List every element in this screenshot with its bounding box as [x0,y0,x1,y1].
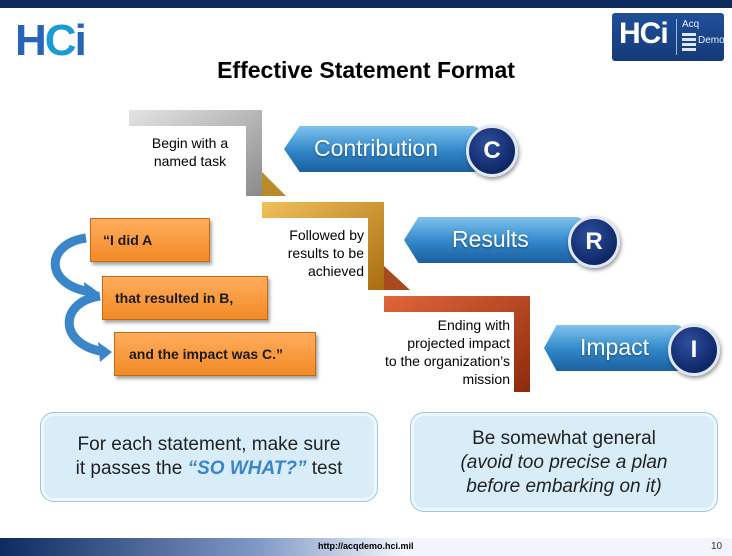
step-text-impact: Ending with projected impact to the orga… [356,316,510,388]
step-text-line: Begin with a [151,135,229,151]
quote-text-1: “I did A [103,232,153,248]
general-note: Be somewhat general (avoid too precise a… [410,412,718,512]
curved-arrow-2-head-icon [98,342,112,362]
stair-notch-contribution [262,172,286,196]
stair-notch-results [384,266,410,290]
step-text-contribution: Begin with a named task [138,134,242,170]
so-what-suffix: test [306,458,343,479]
logo-separator [676,19,677,55]
step-text-line: named task [153,153,227,169]
results-pill: Results [404,217,584,263]
logo-demo-text: Demo [698,35,725,46]
curved-arrow-2-icon [64,291,107,357]
hci-logo-mark: HCi [619,17,669,50]
hci-acqdemo-logo: HCi Acq Demo [612,13,725,61]
so-what-emphasis: “SO WHAT?” [187,458,307,479]
step-text-line: results to be [287,245,364,261]
footer-bar: http://acqdemo.hci.mil 10 [0,538,732,556]
stair-bracket-contribution [129,110,262,196]
results-label: Results [452,226,529,252]
badge-r: R [568,216,620,268]
contribution-pill: Contribution [284,126,480,172]
top-band [0,0,732,8]
contribution-label: Contribution [314,135,439,161]
quote-text-2: that resulted in B, [115,290,234,306]
step-text-line: to the organization’s [384,353,510,369]
logo-letter-i: i [74,16,87,65]
impact-pill: Impact [544,325,684,371]
badge-i: I [668,324,720,376]
step-text-line: Followed by [289,227,364,243]
so-what-line-1: For each statement, make sure [77,434,341,455]
hci-logo: HCi [15,16,87,66]
slide-title: Effective Statement Format [217,57,515,83]
footer-url: http://acqdemo.hci.mil [318,541,414,551]
quote-text-3: and the impact was C.” [129,346,284,362]
general-line-2: (avoid too precise a plan [460,452,668,473]
quote-box-2: that resulted in B, [102,276,268,320]
logo-letter-h: H [15,16,47,65]
stair-bracket-impact [384,296,530,392]
logo-letter-c: C [44,16,77,65]
logo-acq-text: Acq [682,19,700,30]
quote-box-1: “I did A [90,218,210,262]
so-what-note: For each statement, make sure it passes … [40,412,378,502]
badge-c: C [466,125,518,177]
step-text-line: achieved [307,263,364,279]
impact-label: Impact [580,334,650,360]
step-text-results: Followed by results to be achieved [262,226,364,280]
quote-box-3: and the impact was C.” [114,332,316,376]
step-text-line: projected impact [407,335,510,351]
general-line-3: before embarking on it) [466,476,662,497]
step-text-line: mission [462,371,510,387]
so-what-note-text: For each statement, make sure it passes … [41,433,377,481]
stair-bracket-results [262,202,384,290]
general-note-text: Be somewhat general (avoid too precise a… [411,427,717,499]
so-what-prefix: it passes the [75,458,188,479]
curved-arrow-1-icon [50,233,93,297]
page-number: 10 [711,541,723,552]
general-line-1: Be somewhat general [472,428,656,449]
logo-grid-icon [682,33,696,51]
step-text-line: Ending with [437,317,510,333]
so-what-line-2: it passes the “SO WHAT?” test [41,457,377,481]
